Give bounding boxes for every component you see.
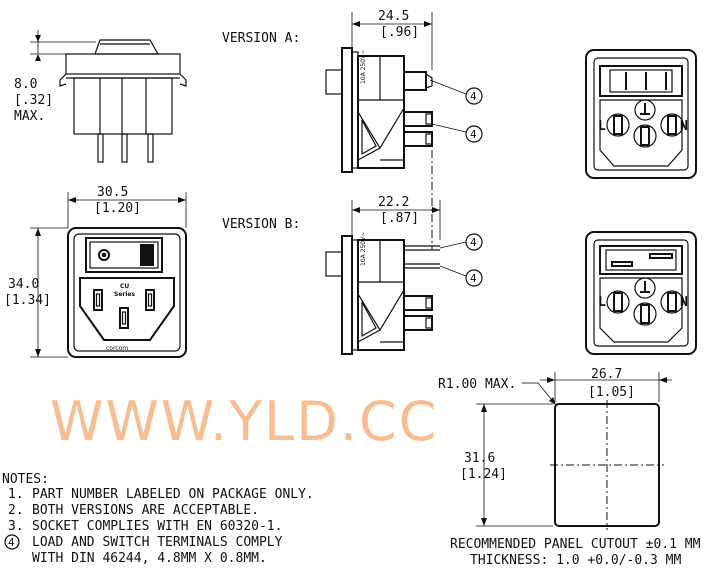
dim-height-value: 8.0: [14, 77, 37, 92]
note-2-text: BOTH VERSIONS ARE ACCEPTABLE.: [32, 503, 259, 518]
rear-a-n-label: N: [680, 119, 688, 134]
dim-body-height-inch: [1.34]: [4, 293, 51, 308]
front-view-switch: [30, 192, 187, 358]
note-4-num: 4.: [8, 536, 21, 549]
dim-body-height-value: 34.0: [8, 277, 39, 292]
version-a-label: VERSION A:: [222, 31, 300, 46]
callout-a-bottom: 4: [470, 128, 477, 141]
rear-b-n-label: N: [680, 295, 688, 310]
cutout-title: RECOMMENDED PANEL CUTOUT ±0.1 MM: [450, 537, 701, 552]
version-b-side-marking: 10A 250V~: [360, 232, 367, 266]
note-1-text: PART NUMBER LABELED ON PACKAGE ONLY.: [32, 487, 314, 502]
version-b-label: VERSION B:: [222, 217, 300, 232]
notes-block: NOTES: 1. PART NUMBER LABELED ON PACKAGE…: [2, 472, 314, 566]
dim-a-depth-value: 24.5: [378, 9, 409, 24]
panel-cutout: [476, 372, 672, 530]
version-a-rear-view: [585, 49, 697, 179]
cutout-height-value: 31.6: [464, 451, 495, 466]
front-series-label: Series: [114, 291, 135, 298]
version-b-rear-view: [585, 231, 697, 355]
version-a-side-view: [325, 12, 483, 250]
rear-a-l-label: L: [598, 119, 606, 134]
top-view-switch: [30, 30, 187, 163]
front-brand-logo: corcom: [106, 345, 128, 352]
cutout-height-inch: [1.24]: [460, 467, 507, 482]
note-4-text: LOAD AND SWITCH TERMINALS COMPLY: [32, 535, 283, 550]
note-3-text: SOCKET COMPLIES WITH EN 60320-1.: [32, 519, 282, 534]
front-cu-label: CU: [120, 283, 129, 290]
dim-a-depth-inch: [.96]: [380, 25, 419, 40]
dim-height-inch: [.32]: [14, 93, 53, 108]
radius-label: R1.00 MAX.: [438, 377, 516, 392]
note-4-continuation: WITH DIN 46244, 4.8MM X 0.8MM.: [32, 551, 267, 566]
callout-a-top: 4: [470, 90, 477, 103]
cutout-width-inch: [1.05]: [588, 385, 635, 400]
cutout-width-value: 26.7: [591, 367, 622, 382]
version-a-side-marking: 10A 250V~: [360, 50, 367, 84]
dim-b-depth-inch: [.87]: [380, 211, 419, 226]
note-3-num: 3.: [8, 519, 24, 534]
callout-b-top: 4: [470, 236, 477, 249]
notes-title: NOTES:: [2, 472, 49, 487]
dim-width-value: 30.5: [97, 185, 128, 200]
callout-b-bottom: 4: [470, 272, 477, 285]
version-b-side-view: [325, 200, 483, 355]
dim-height-note: MAX.: [14, 109, 45, 124]
rear-b-l-label: L: [598, 295, 606, 310]
note-1-num: 1.: [8, 487, 24, 502]
dim-width-inch: [1.20]: [94, 201, 141, 216]
cutout-thickness: THICKNESS: 1.0 +0.0/-0.3 MM: [470, 553, 681, 568]
note-2-num: 2.: [8, 503, 24, 518]
dim-b-depth-value: 22.2: [378, 195, 409, 210]
watermark: WWW.YLD.CC: [50, 390, 438, 453]
